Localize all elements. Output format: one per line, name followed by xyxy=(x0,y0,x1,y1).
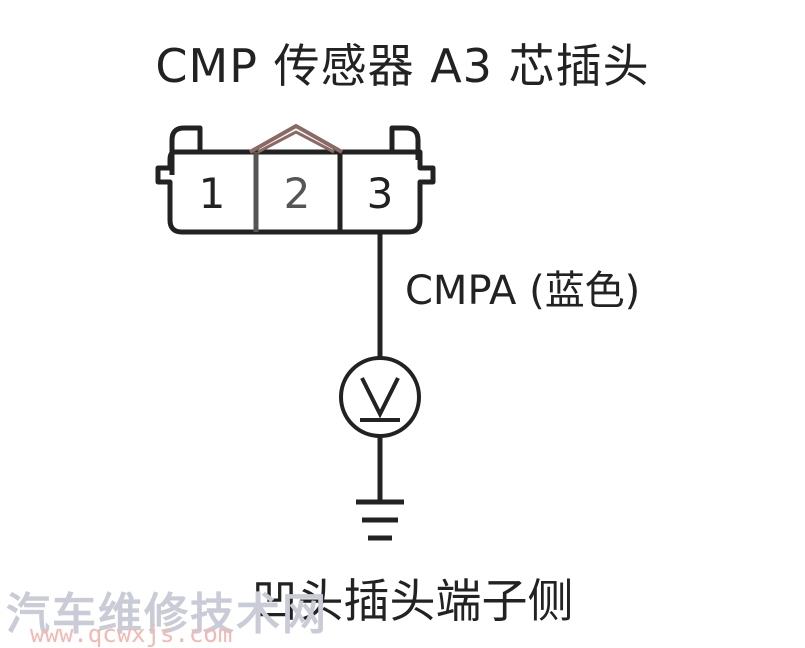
ground-icon xyxy=(356,499,404,541)
pin-2-label: 2 xyxy=(284,169,311,218)
watermark-url: www.qcwxjs.com xyxy=(30,620,233,648)
connector-a3 xyxy=(155,124,436,235)
watermark-text: 汽车维修技术网 xyxy=(6,589,328,640)
wire-label: CMPA (蓝色) xyxy=(405,268,641,314)
pin-1-label: 1 xyxy=(199,169,226,218)
bottom-caption: 凹头插头端子侧 xyxy=(251,574,574,628)
pin-3-label: 3 xyxy=(367,169,394,218)
voltmeter-icon xyxy=(339,356,421,438)
diagram-title: CMP 传感器 A3 芯插头 xyxy=(155,39,650,93)
